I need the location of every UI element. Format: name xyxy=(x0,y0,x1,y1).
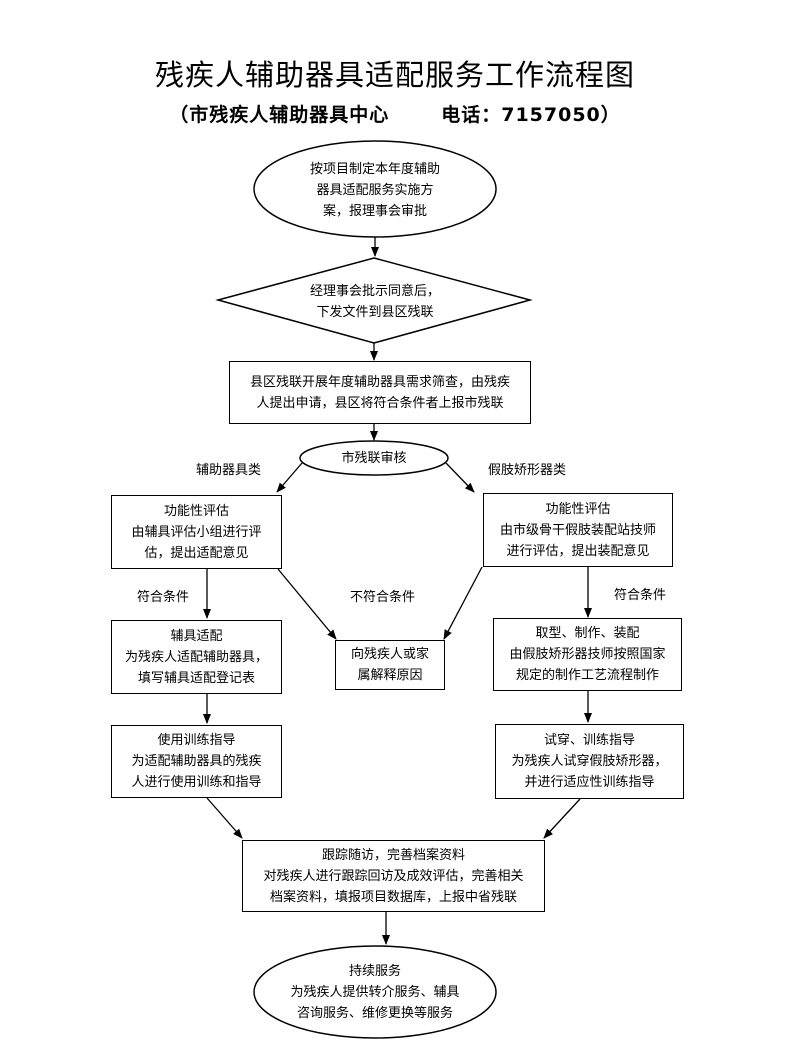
node-right-train: 试穿、训练指导为残疾人试穿假肢矫形器， 并进行适应性训练指导 xyxy=(495,724,684,799)
node-text-line: 由市级骨干假肢装配站技师 xyxy=(499,522,656,538)
node-text-line: 案，报理事会审批 xyxy=(322,203,427,219)
node-text-line: 人进行使用训练和指导 xyxy=(131,775,262,790)
node-text-line: 市残联审核 xyxy=(341,450,407,466)
review-ellipse xyxy=(299,440,449,476)
node-text-line: 规定的制作工艺流程制作 xyxy=(515,668,659,683)
node-text-line: 器具适配服务实施方 xyxy=(316,182,434,198)
node-left-fit: 辅具适配为残疾人适配辅助器具， 填写辅具适配登记表 xyxy=(111,620,282,694)
label-left-branch: 辅助器具类 xyxy=(196,463,262,478)
node-text-line: 下发文件到县区残联 xyxy=(316,305,434,320)
node-text-line: 功能性评估 xyxy=(545,501,611,517)
node-text-line: 为残疾人提供转介服务、辅具 xyxy=(290,984,460,1000)
node-text-line: 经理事会批示同意后， xyxy=(309,284,440,299)
node-text-line: 咨询服务、维修更换等服务 xyxy=(296,1005,453,1021)
label-left-ok: 符合条件 xyxy=(137,590,190,605)
node-text-line: 为适配辅助器具的残疾 xyxy=(131,754,262,769)
node-text-line: 为残疾人试穿假肢矫形器， xyxy=(511,754,668,769)
node-text-line: 属解释原因 xyxy=(357,668,423,683)
label-right-branch: 假肢矫形器类 xyxy=(488,463,567,478)
node-text-line: 试穿、训练指导 xyxy=(543,733,635,748)
node-review: 市残联审核 xyxy=(310,447,438,469)
node-text-line: 按项目制定本年度辅助 xyxy=(309,161,440,177)
subtitle-phone: 电话：7157050） xyxy=(441,104,621,126)
node-left-eval: 功能性评估由辅具评估小组进行评估，提出适配意见 xyxy=(111,495,282,569)
node-text-line: 县区残联开展年度辅助器具需求筛查，由残疾 xyxy=(249,374,510,390)
node-text-line: 估，提出适配意见 xyxy=(144,545,249,561)
arrow-review-right xyxy=(445,462,475,493)
node-text-line: 人提出申请，县区将符合条件者上报市残联 xyxy=(256,395,504,411)
node-start: 按项目制定本年度辅助器具适配服务实施方案，报理事会审批 xyxy=(260,155,490,225)
node-continue: 持续服务为残疾人提供转介服务、辅具咨询服务、维修更换等服务 xyxy=(265,958,485,1026)
label-not-ok: 不符合条件 xyxy=(350,590,416,605)
continue-ellipse xyxy=(253,945,497,1039)
node-text-line: 并进行适应性训练指导 xyxy=(524,775,655,790)
arrow-lefttrain-follow xyxy=(206,797,243,839)
arrow-review-left xyxy=(276,462,303,493)
node-follow: 跟踪随访，完善档案资料对残疾人进行跟踪回访及成效评估，完善相关档案资料，填报项目… xyxy=(242,840,545,912)
node-text-line: 为残疾人适配辅助器具， xyxy=(124,649,268,665)
arrow-righteval-reject xyxy=(443,566,483,640)
node-text-line: 取型、制作、装配 xyxy=(535,626,640,641)
label-right-ok: 符合条件 xyxy=(614,588,667,603)
node-text-line: 向残疾人或家 xyxy=(350,647,429,662)
node-text-line: 持续服务 xyxy=(348,963,401,979)
node-right-fit: 取型、制作、装配由假肢矫形器技师按照国家规定的制作工艺流程制作 xyxy=(493,618,682,691)
node-text-line: 对残疾人进行跟踪回访及成效评估，完善相关 xyxy=(263,868,524,884)
node-approve: 经理事会批示同意后， 下发文件到县区残联 xyxy=(280,280,470,324)
subtitle-center: （市残疾人辅助器具中心 xyxy=(169,104,390,126)
node-county: 县区残联开展年度辅助器具需求筛查，由残疾人提出申请，县区将符合条件者上报市残联 xyxy=(229,361,531,424)
node-text-line: 由辅具评估小组进行评 xyxy=(131,524,262,540)
node-text-line: 使用训练指导 xyxy=(157,733,236,748)
node-text-line: 进行评估，提出装配意见 xyxy=(506,543,650,559)
node-text-line: 辅具适配 xyxy=(170,628,223,644)
page-title: 残疾人辅助器具适配服务工作流程图 xyxy=(154,58,635,92)
arrow-righttrain-follow xyxy=(543,798,581,839)
node-text-line: 跟踪随访，完善档案资料 xyxy=(321,847,465,863)
node-text-line: 由假肢矫形器技师按照国家 xyxy=(509,647,666,662)
node-right-eval: 功能性评估由市级骨干假肢装配站技师进行评估，提出装配意见 xyxy=(483,493,673,567)
node-text-line: 填写辅具适配登记表 xyxy=(137,670,255,686)
node-left-train: 使用训练指导为适配辅助器具的残疾人进行使用训练和指导 xyxy=(111,725,282,798)
arrow-lefteval-reject xyxy=(277,568,337,640)
node-text-line: 档案资料，填报项目数据库，上报中省残联 xyxy=(269,889,517,905)
node-reject: 向残疾人或家属解释原因 xyxy=(335,640,445,690)
node-text-line: 功能性评估 xyxy=(163,503,229,519)
page-subtitle: （市残疾人辅助器具中心 电话：7157050） xyxy=(0,100,790,127)
